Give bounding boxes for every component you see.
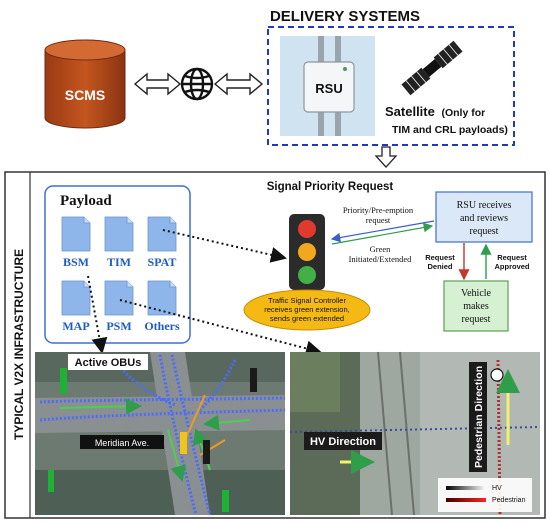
vehicle-request-box bbox=[443, 280, 509, 332]
down-arrow bbox=[374, 146, 398, 168]
delivery-systems-title: DELIVERY SYSTEMS bbox=[270, 8, 420, 25]
rsu-label: RSU bbox=[315, 81, 342, 96]
rsu-receives-box bbox=[435, 191, 533, 243]
green-extended-arrow bbox=[331, 222, 434, 245]
satellite-icon bbox=[401, 40, 463, 96]
payload-doc-fold bbox=[126, 217, 133, 224]
satellite-label: Satellite bbox=[385, 104, 435, 119]
priority-request-line-1: Priority/Pre-emption bbox=[343, 205, 414, 215]
rsu-box-line-1: RSU receives bbox=[457, 200, 512, 211]
hv-direction-label: HV Direction bbox=[310, 436, 376, 448]
payload-doc-icon bbox=[147, 280, 177, 316]
scms-label: SCMS bbox=[65, 87, 105, 103]
globe-icon bbox=[180, 67, 214, 101]
priority-request-arrow bbox=[330, 220, 435, 243]
rsu-box-line-2: and reviews bbox=[460, 213, 508, 224]
payload-doc-fold bbox=[83, 217, 90, 224]
payload-doc-fold bbox=[126, 281, 133, 288]
rsu-box-line-3: request bbox=[470, 226, 499, 237]
priority-request-line-2: request bbox=[366, 215, 391, 225]
payload-item-label: PSM bbox=[106, 319, 131, 333]
approved-line-1: Request bbox=[497, 253, 527, 262]
globe-rsu-link bbox=[213, 72, 264, 96]
vehicle-line-1: Vehicle bbox=[461, 288, 492, 299]
payload-doc-fold bbox=[169, 217, 176, 224]
controller-line-3: sends green extended bbox=[270, 314, 344, 323]
obu-map-image bbox=[35, 352, 286, 516]
payload-item-label: TIM bbox=[107, 255, 131, 269]
scms-globe-link bbox=[133, 72, 182, 96]
denied-line-2: Denied bbox=[427, 262, 452, 271]
satellite-note-2: TIM and CRL payloads) bbox=[392, 124, 508, 136]
spat-connector bbox=[162, 229, 287, 263]
green-line-2: Initiated/Extended bbox=[349, 254, 413, 264]
traffic-light-icon bbox=[289, 214, 325, 290]
green-line-1: Green bbox=[370, 244, 392, 254]
payload-doc-icon bbox=[104, 280, 134, 316]
pedestrian-direction-label: Pedestrian Direction bbox=[473, 366, 485, 468]
payload-item-label: BSM bbox=[63, 255, 89, 269]
infrastructure-side-label: TYPICAL V2X INFRASTRUCTURE bbox=[12, 249, 26, 440]
approved-line-2: Approved bbox=[494, 262, 529, 271]
satellite-note-1: (Only for bbox=[441, 107, 485, 119]
rsu-device-image: RSU bbox=[280, 36, 375, 136]
svg-text:Satellite (Only for: Satellite (Only for bbox=[385, 104, 485, 119]
legend-hv-label: HV bbox=[492, 485, 502, 492]
meridian-ave-label: Meridian Ave. bbox=[95, 438, 149, 448]
payload-doc-fold bbox=[83, 281, 90, 288]
payload-doc-icon bbox=[61, 280, 91, 316]
payload-doc-icon bbox=[147, 216, 177, 252]
payload-documents: BSM TIM SPAT MAP PSM Others bbox=[61, 216, 180, 333]
legend-pedestrian-label: Pedestrian bbox=[492, 497, 526, 504]
controller-line-1: Traffic Signal Controller bbox=[268, 296, 346, 305]
payload-title: Payload bbox=[60, 193, 112, 209]
signal-priority-title: Signal Priority Request bbox=[267, 181, 394, 193]
vehicle-line-2: makes bbox=[463, 301, 489, 312]
delivery-systems-box bbox=[267, 26, 515, 146]
payload-item-label: Others bbox=[144, 319, 180, 333]
payload-doc-fold bbox=[169, 281, 176, 288]
denied-line-1: Request bbox=[425, 253, 455, 262]
controller-line-2: receives green extension, bbox=[264, 305, 349, 314]
vehicle-line-3: request bbox=[462, 314, 491, 325]
scms-database: SCMS bbox=[44, 39, 126, 129]
active-obus-label: Active OBUs bbox=[75, 357, 142, 369]
payload-doc-icon bbox=[104, 216, 134, 252]
payload-item-label: MAP bbox=[62, 319, 89, 333]
infrastructure-frame bbox=[4, 171, 546, 519]
traffic-signal-controller bbox=[243, 289, 371, 331]
payload-item-label: SPAT bbox=[148, 255, 177, 269]
payload-doc-icon bbox=[61, 216, 91, 252]
